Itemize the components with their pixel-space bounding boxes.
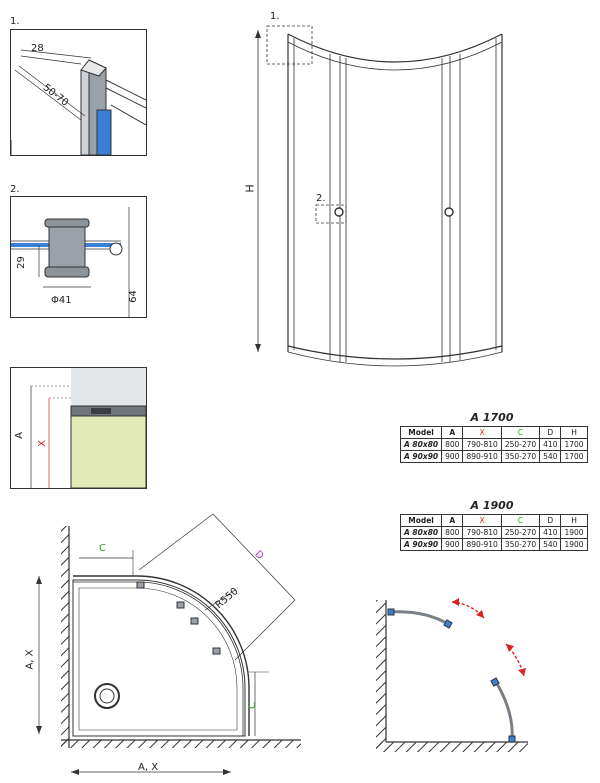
detail-3-frame: A X [10,367,147,489]
table-cell: 350-270 [500,450,541,463]
table-1900-title: A 1900 [470,499,514,512]
detail-2-dim-29: 29 [15,256,27,269]
table-cell: 250-270 [500,526,541,539]
detail-1-drawing [11,49,146,155]
header-c: C [500,426,541,439]
table-cell: 800 [441,526,464,539]
front-view-drawing [255,25,503,367]
table-cell: 350-270 [500,538,541,551]
table-cell: 1900 [560,526,588,539]
front-height-label: H [243,184,257,193]
header-x: X [462,426,502,439]
table-cell: 250-270 [500,438,541,451]
detail-3-dim-x: X [36,440,48,447]
table-1900: Model A X C D H A 80x80 800 790-810 250-… [399,514,588,551]
header-c: C [500,514,541,527]
table-cell: 900 [441,538,464,551]
door-opening-drawing [376,598,528,752]
header-d: D [539,514,562,527]
table-1700: Model A X C D H A 80x80 800 790-810 250-… [399,426,588,463]
table-cell: A 80x80 [399,526,443,539]
table-cell: 540 [539,450,562,463]
plan-dim-c-right: C [246,702,258,709]
table-cell: 800 [441,438,464,451]
table-cell: A 80x80 [399,438,443,451]
table-cell: 1700 [560,438,588,451]
detail-3-dim-a: A [13,432,25,439]
table-header-row: Model A X C D H [399,426,588,439]
front-marker-2: 2. [316,193,326,204]
header-d: D [539,426,562,439]
header-model: Model [399,514,443,527]
detail-2-label: 2. [10,184,20,195]
plan-dim-ax-bottom: A, X [138,762,159,773]
detail-2-dim-phi41: Φ41 [51,295,72,306]
header-a: A [441,514,464,527]
detail-1-dim-28: 28 [31,43,44,54]
detail-1-label: 1. [10,16,20,27]
table-cell: 890-910 [462,450,502,463]
table-cell: 790-810 [462,438,502,451]
table-cell: 1900 [560,538,588,551]
front-marker-1: 1. [270,11,280,22]
plan-dim-ax-left-text: A, X [24,649,36,670]
table-cell: 410 [539,438,562,451]
table-row: A 80x80 800 790-810 250-270 410 1900 [399,526,588,539]
detail-1-frame: 28 50-70 [10,29,147,156]
table-cell: 900 [441,450,464,463]
table-cell: 790-810 [462,526,502,539]
table-cell: A 90x90 [399,538,443,551]
header-h: H [560,514,588,527]
table-1700-title: A 1700 [470,411,514,424]
table-row: A 80x80 800 790-810 250-270 410 1700 [399,438,588,451]
plan-dim-ax-left: A, X [25,649,36,669]
header-model: Model [399,426,443,439]
table-row: A 90x90 900 890-910 350-270 540 1700 [399,450,588,463]
detail-2-frame: 29 64 Φ41 [10,196,147,318]
table-cell: A 90x90 [399,450,443,463]
detail-3-drawing [30,368,146,488]
table-cell: 1700 [560,450,588,463]
table-cell: 410 [539,526,562,539]
table-header-row: Model A X C D H [399,514,588,527]
table-row: A 90x90 900 890-910 350-270 540 1900 [399,538,588,551]
table-cell: 540 [539,538,562,551]
header-x: X [462,514,502,527]
header-a: A [441,426,464,439]
detail-2-drawing [11,207,130,317]
detail-2-dim-64: 64 [127,290,139,303]
plan-dim-c: C [99,543,106,554]
plan-view-drawing [36,513,301,775]
table-cell: 890-910 [462,538,502,551]
header-h: H [560,426,588,439]
